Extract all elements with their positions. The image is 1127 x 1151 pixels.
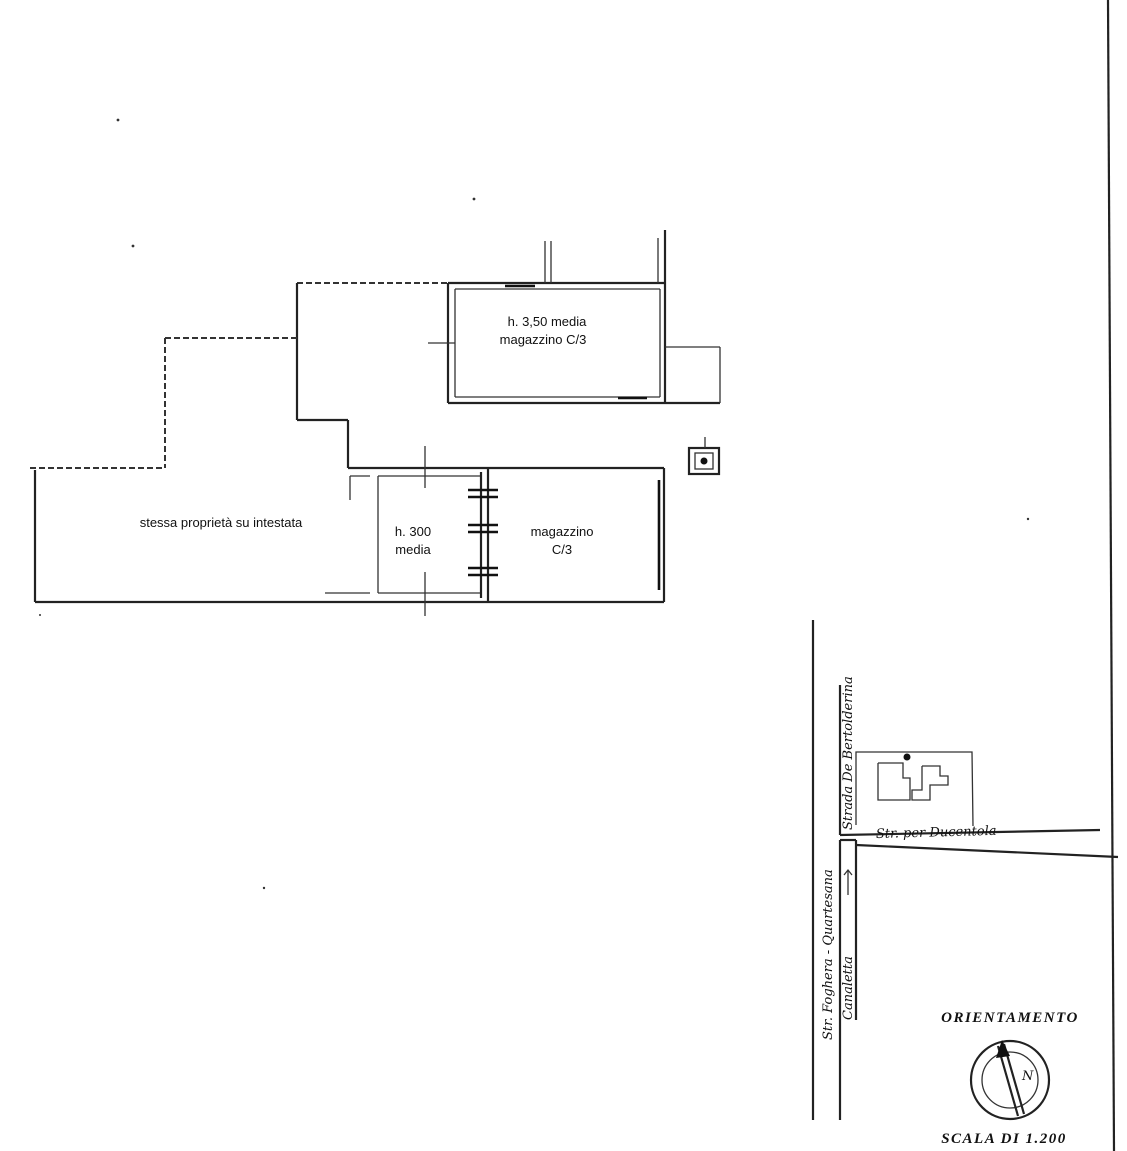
door-openings: [468, 488, 498, 577]
road-label-lower: Canaletta: [841, 956, 856, 1020]
compass: ORIENTAMENTO N SCALA DI 1.200: [941, 1010, 1079, 1147]
upper-wall-stubs: [544, 230, 667, 283]
road-arrow-icon: [843, 868, 853, 895]
right-annex: [665, 346, 721, 403]
small-room-height-label-2: media: [395, 542, 431, 557]
sheet-border: [1106, 0, 1116, 1151]
north-arrow-icon: [996, 1040, 1026, 1117]
upper-building-outline: [295, 281, 720, 468]
lower-building-outline: [35, 446, 666, 616]
road-label-horizontal: Str. per Ducentola: [876, 824, 997, 842]
compass-title: ORIENTAMENTO: [941, 1010, 1079, 1026]
road-label-vertical: Str. Foghera - Quartesana: [821, 869, 836, 1040]
upper-room-height-label: h. 3,50 media: [508, 314, 588, 329]
location-map: Str. Foghera - Quartesana Strada De Bert…: [811, 620, 1119, 1120]
lower-room-use-label: magazzino: [531, 524, 594, 539]
lower-room-use-label-2: C/3: [552, 542, 572, 557]
upper-room-use-label: magazzino C/3: [500, 332, 587, 347]
site-lot: [855, 751, 974, 827]
adjacent-area-label: stessa proprietà su intestata: [140, 515, 303, 530]
well-symbol: [687, 437, 721, 476]
adjacent-property-outline: [30, 337, 297, 602]
road-label-vertical-detail: Strada De Bertolderina: [841, 676, 856, 830]
small-room-height-label: h. 300: [395, 524, 431, 539]
floor-plan: h. 3,50 media magazzino C/3 h. 300 media…: [30, 230, 721, 616]
scale-label: SCALA DI 1.200: [941, 1131, 1067, 1147]
compass-north-letter: N: [1021, 1069, 1034, 1084]
scan-specks: [39, 118, 1030, 890]
